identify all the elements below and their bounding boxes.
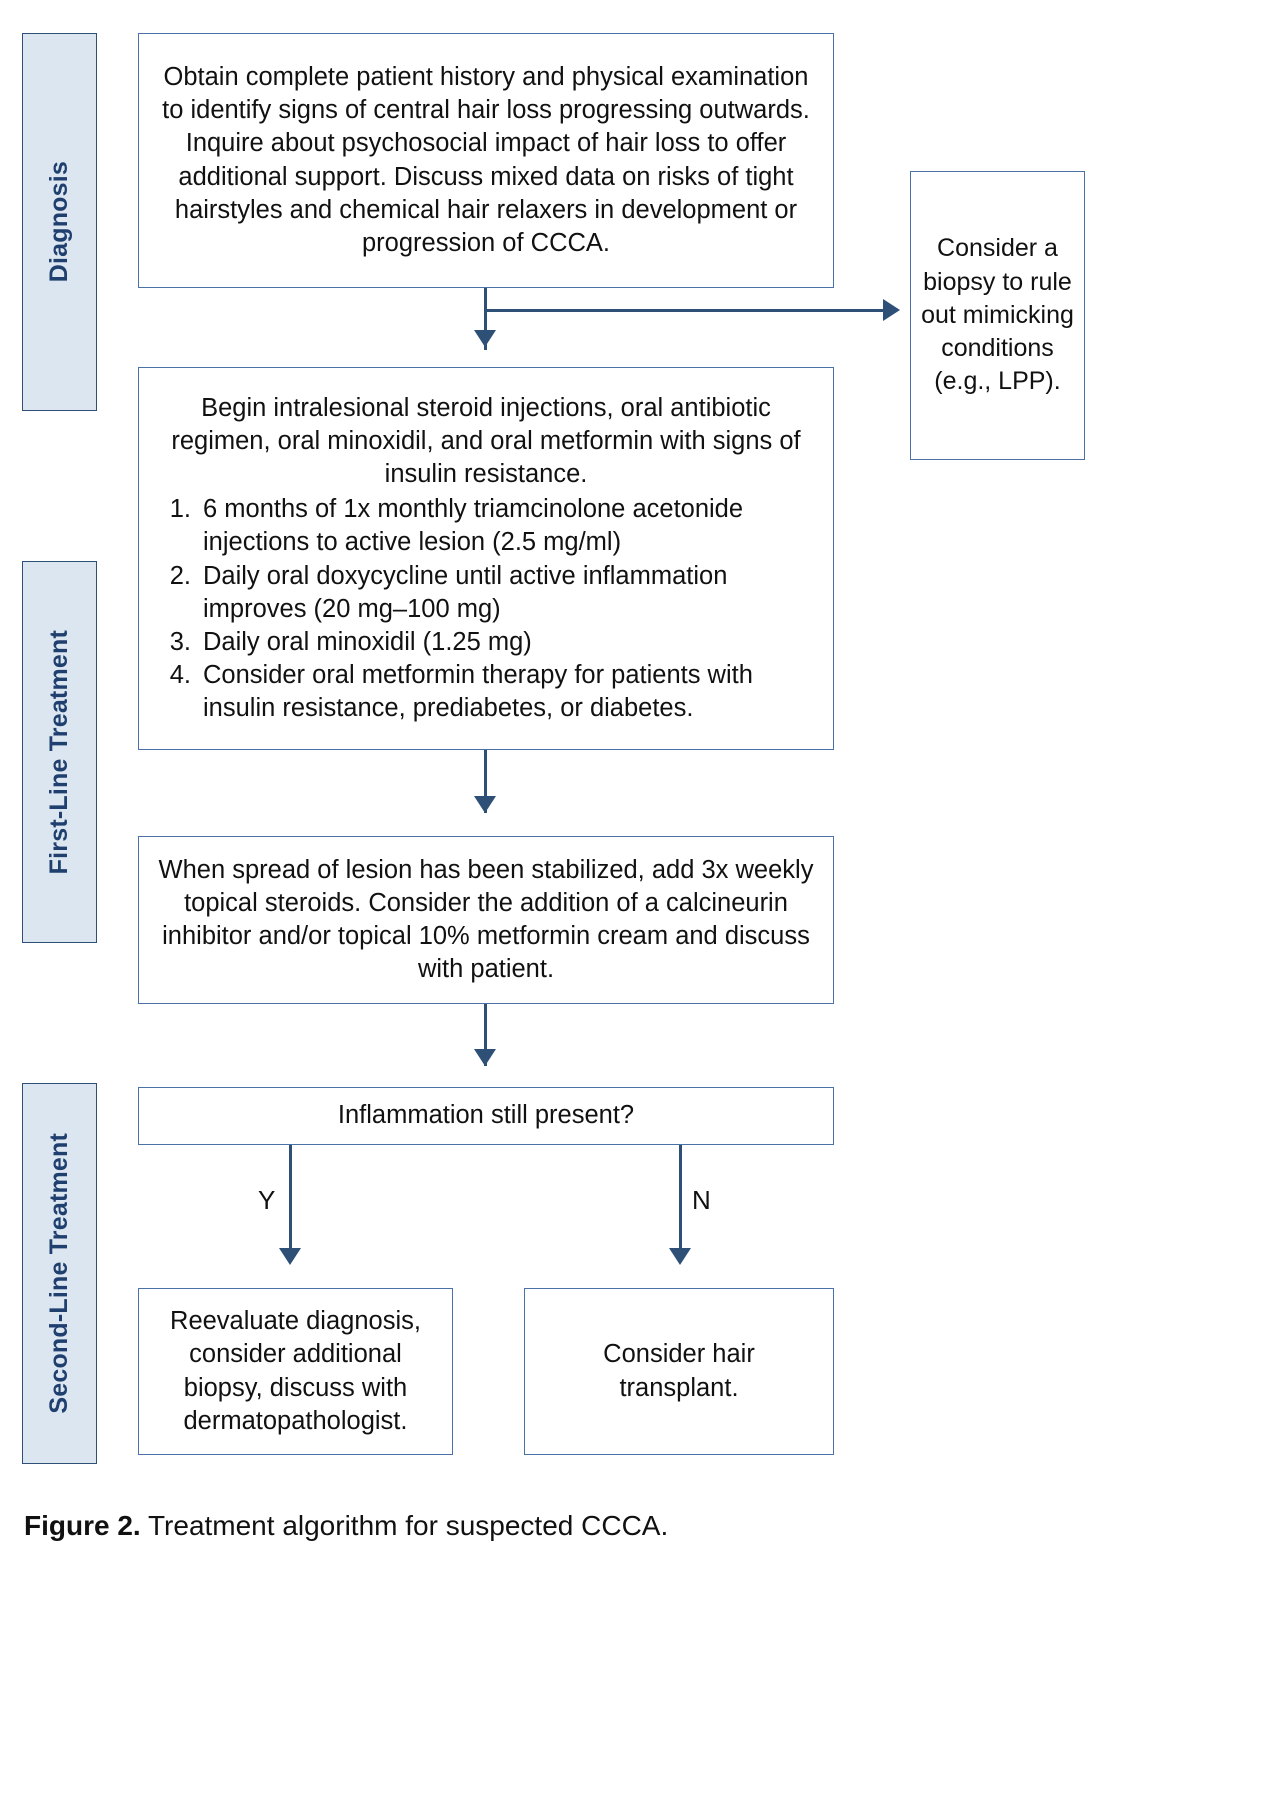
list-item: 1. 6 months of 1x monthly triamcinolone …	[139, 493, 833, 559]
list-item-number: 3.	[169, 627, 191, 656]
arrow-to-biopsy	[883, 299, 900, 321]
inflammation-decision-text: Inflammation still present?	[337, 1101, 635, 1130]
hair-transplant-box: Consider hair transplant.	[524, 1288, 834, 1455]
figure-caption-text: Treatment algorithm for suspected CCCA.	[140, 1510, 669, 1541]
topical-steroids-text: When spread of lesion has been stabilize…	[158, 855, 814, 984]
patient-history-text: Obtain complete patient history and phys…	[162, 63, 810, 257]
phase-bar-second-line: Second-Line Treatment	[22, 1083, 97, 1464]
first-line-treatment-box: Begin intralesional steroid injections, …	[138, 367, 834, 750]
arrow-decision-yes	[279, 1248, 301, 1265]
list-item-number: 2.	[169, 561, 191, 590]
list-item-text: Consider oral metformin therapy for pati…	[203, 660, 753, 723]
list-item-text: 6 months of 1x monthly triamcinolone ace…	[203, 495, 744, 557]
list-item-number: 4.	[169, 660, 191, 689]
topical-steroids-box: When spread of lesion has been stabilize…	[138, 836, 834, 1004]
biopsy-text: Consider a biopsy to rule out mimicking …	[921, 234, 1074, 396]
list-item: 2. Daily oral doxycycline until active i…	[139, 560, 833, 626]
first-line-intro-text: Begin intralesional steroid injections, …	[171, 393, 801, 489]
list-item: 4. Consider oral metformin therapy for p…	[139, 659, 833, 725]
branch-label-no: N	[692, 1185, 711, 1215]
list-item-text: Daily oral minoxidil (1.25 mg)	[203, 627, 532, 656]
patient-history-box: Obtain complete patient history and phys…	[138, 33, 834, 288]
branch-label-yes: Y	[258, 1185, 276, 1215]
figure-caption-label: Figure 2.	[24, 1510, 141, 1541]
inflammation-decision-box: Inflammation still present?	[138, 1087, 834, 1145]
connector-decision-yes	[289, 1145, 292, 1260]
phase-bar-diagnosis: Diagnosis	[22, 33, 97, 411]
phase-bar-first-line: First-Line Treatment	[22, 561, 97, 943]
arrow-topical-to-decision	[474, 1049, 496, 1066]
list-item-text: Daily oral doxycycline until active infl…	[203, 561, 728, 623]
arrow-decision-no	[669, 1248, 691, 1265]
arrow-first-line-to-topical	[474, 796, 496, 813]
phase-label-first-line: First-Line Treatment	[45, 629, 73, 875]
phase-label-diagnosis: Diagnosis	[45, 161, 73, 283]
reevaluate-diagnosis-text: Reevaluate diagnosis, consider additiona…	[170, 1307, 421, 1435]
list-item: 3. Daily oral minoxidil (1.25 mg)	[139, 626, 833, 659]
first-line-step-list: 1. 6 months of 1x monthly triamcinolone …	[139, 493, 833, 725]
list-item-number: 1.	[169, 495, 191, 524]
hair-transplant-text: Consider hair transplant.	[603, 1340, 755, 1402]
biopsy-box: Consider a biopsy to rule out mimicking …	[910, 171, 1085, 460]
connector-topical-to-decision	[484, 1004, 487, 1066]
connector-first-line-to-topical	[484, 750, 487, 813]
phase-label-second-line: Second-Line Treatment	[45, 1133, 73, 1414]
reevaluate-diagnosis-box: Reevaluate diagnosis, consider additiona…	[138, 1288, 453, 1455]
connector-decision-no	[679, 1145, 682, 1260]
connector-history-to-biopsy	[484, 309, 885, 312]
arrow-history-to-first-line	[474, 330, 496, 347]
connector-history-to-first-line	[484, 288, 487, 350]
figure-caption: Figure 2. Treatment algorithm for suspec…	[24, 1510, 668, 1542]
